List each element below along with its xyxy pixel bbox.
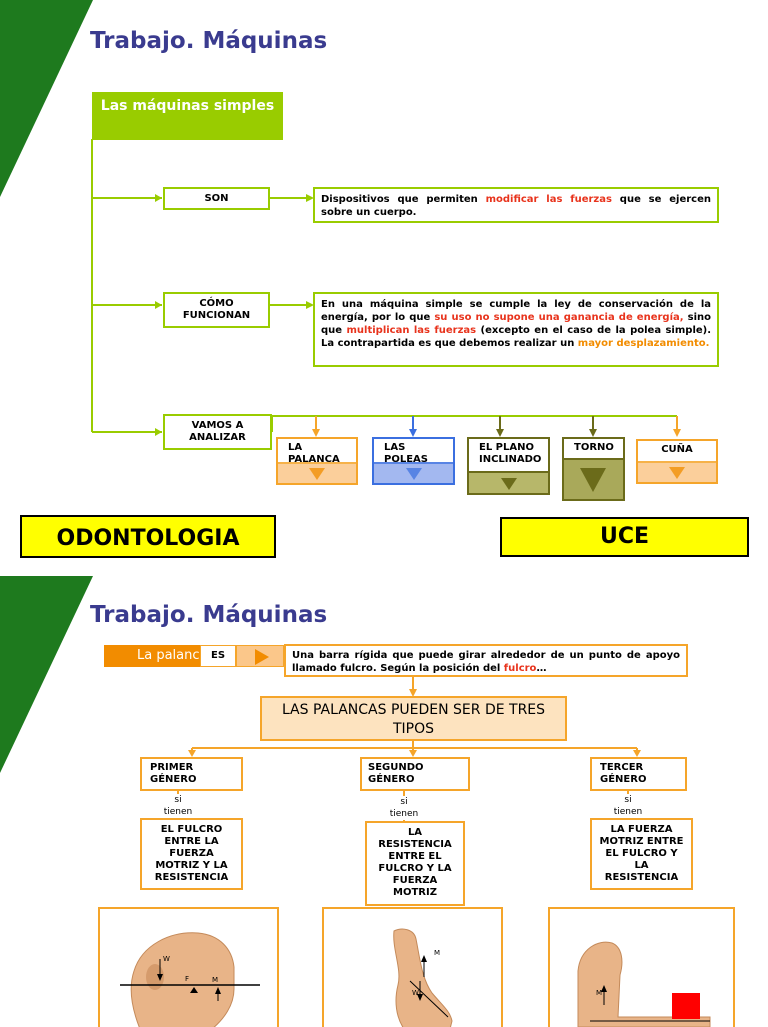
si-tienen-2: si tienen — [386, 796, 422, 820]
slide-1: Trabajo. Máquinas Las máquinas simples S… — [0, 0, 749, 558]
como-text-f: mayor desplazamiento. — [577, 338, 710, 349]
desc-segundo-text: LA RESISTENCIA ENTRE EL FULCRO Y LA FUER… — [378, 827, 452, 898]
genre-tercer-label: TERCER GÉNERO — [600, 762, 647, 785]
vamos-node: VAMOS A ANALIZAR — [163, 414, 272, 450]
desc-primer: EL FULCRO ENTRE LA FUERZA MOTRIZ Y LA RE… — [140, 818, 243, 890]
slide-2: Trabajo. Máquinas La palanca ES Una barr… — [0, 576, 768, 1027]
banner-odontologia: ODONTOLOGIA — [20, 515, 276, 558]
son-text-box: Dispositivos que permiten modificar las … — [313, 187, 719, 223]
slide-2-title: Trabajo. Máquinas — [90, 602, 328, 628]
desc-tercer-text: LA FUERZA MOTRIZ ENTRE EL FULCRO Y LA RE… — [599, 824, 684, 883]
down-triangle-icon — [501, 478, 517, 490]
head-lever-figure: W F M — [120, 932, 260, 1027]
si-tienen-3: si tienen — [610, 794, 646, 818]
definition-a: Una barra rígida que puede girar alreded… — [292, 650, 680, 674]
genre-segundo-label: SEGUNDO GÉNERO — [368, 762, 424, 785]
si-tienen-3-text: si tienen — [613, 795, 643, 817]
machine-palanca-bar — [276, 462, 358, 485]
como-text-b: su uso no supone una ganancia de energía… — [434, 312, 684, 323]
la-palanca-label: La palanca — [137, 648, 200, 663]
play-arrow-box — [236, 645, 284, 667]
machine-cuna-label: CUÑA — [661, 444, 693, 455]
play-arrow-icon — [255, 649, 269, 665]
down-triangle-icon — [309, 468, 325, 480]
slide-1-connectors — [0, 0, 681, 437]
machine-cuna-bar — [636, 461, 718, 484]
machine-plano-label: EL PLANO INCLINADO — [479, 442, 542, 465]
machine-palanca-label: LA PALANCA — [288, 442, 340, 465]
banner-uce: UCE — [500, 517, 749, 557]
genre-primer: PRIMER GÉNERO — [140, 757, 243, 791]
machine-poleas-bar — [372, 462, 455, 485]
si-tienen-1-text: si tienen — [163, 795, 193, 817]
banner-uce-text: UCE — [599, 524, 650, 549]
arm-lever-figure: M — [577, 941, 711, 1027]
figure-tercer-frame: M — [548, 907, 735, 1027]
banner-odontologia-text: ODONTOLOGIA — [56, 526, 240, 551]
si-tienen-2-text: si tienen — [389, 797, 419, 819]
definition-box: Una barra rígida que puede girar alreded… — [284, 644, 688, 677]
fig2-m-label: M — [434, 949, 440, 957]
son-text-a: Dispositivos que permiten — [321, 194, 486, 205]
foot-lever-figure: M W — [393, 928, 453, 1027]
como-text-a: En una máquina simple se cumple la ley d… — [321, 299, 711, 323]
machine-torno-bar — [562, 458, 625, 501]
desc-primer-text: EL FULCRO ENTRE LA FUERZA MOTRIZ Y LA RE… — [154, 824, 229, 883]
definition-b: fulcro — [503, 663, 537, 674]
como-text-c: sino que — [321, 312, 711, 336]
figure-segundo-frame: M W — [322, 907, 503, 1027]
figure-primer-frame: W F M — [98, 907, 279, 1027]
son-label: SON — [204, 192, 229, 204]
down-triangle-icon — [406, 468, 422, 480]
machine-plano-bar — [467, 471, 550, 495]
definition-c: … — [536, 663, 547, 674]
genre-primer-label: PRIMER GÉNERO — [150, 762, 197, 785]
es-label: ES — [211, 650, 226, 661]
son-text-b: modificar las fuerzas — [485, 194, 612, 205]
root-node-label: Las máquinas simples — [100, 98, 275, 114]
root-node: Las máquinas simples — [92, 92, 283, 140]
fig1-w-label: W — [163, 955, 170, 963]
como-text-e: (excepto en el caso de la polea simple).… — [321, 325, 712, 349]
desc-segundo: LA RESISTENCIA ENTRE EL FULCRO Y LA FUER… — [365, 821, 465, 906]
si-tienen-1: si tienen — [160, 794, 196, 818]
vamos-label: VAMOS A ANALIZAR — [189, 420, 246, 443]
fig2-w-label: W — [412, 989, 419, 997]
como-label: CÓMO FUNCIONAN — [182, 298, 251, 321]
machine-poleas-label: LAS POLEAS — [384, 442, 428, 465]
machine-torno-label: TORNO — [574, 442, 614, 453]
types-header-text: LAS PALANCAS PUEDEN SER DE TRES TIPOS — [281, 702, 546, 737]
down-triangle-icon — [669, 467, 685, 479]
fig1-f-label: F — [185, 975, 189, 983]
son-node: SON — [163, 187, 270, 210]
como-text-d: multiplican las fuerzas — [346, 325, 477, 336]
es-box: ES — [200, 645, 236, 667]
fig1-m-label: M — [212, 976, 218, 984]
son-text-c: que se ejercen sobre un cuerpo. — [321, 194, 711, 218]
slide-1-title: Trabajo. Máquinas — [90, 28, 328, 54]
como-node: CÓMO FUNCIONAN — [163, 292, 270, 328]
down-triangle-icon — [580, 468, 606, 492]
genre-tercer: TERCER GÉNERO — [590, 757, 687, 791]
green-corner-shape — [0, 576, 93, 773]
la-palanca-tab[interactable]: La palanca — [104, 645, 200, 667]
green-corner-shape — [0, 0, 93, 197]
desc-tercer: LA FUERZA MOTRIZ ENTRE EL FULCRO Y LA RE… — [590, 818, 693, 890]
types-header: LAS PALANCAS PUEDEN SER DE TRES TIPOS — [260, 696, 567, 741]
como-text-box: En una máquina simple se cumple la ley d… — [313, 292, 719, 367]
fig3-m-label: M — [596, 989, 602, 997]
genre-segundo: SEGUNDO GÉNERO — [360, 757, 470, 791]
